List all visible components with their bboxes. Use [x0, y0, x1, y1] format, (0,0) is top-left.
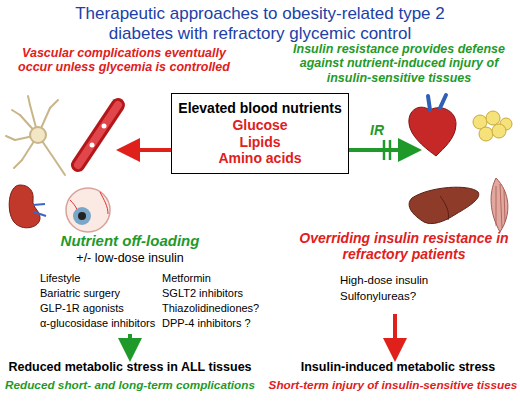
list-item: DPP-4 inhibitors ?: [162, 317, 272, 330]
outcome-note: Short-term injury of insulin-sensitive t…: [268, 378, 518, 392]
eye: [66, 188, 110, 232]
blood-vessel: [78, 105, 118, 165]
subheading: +/- low-dose insulin: [30, 251, 230, 265]
nerve-cell: [6, 96, 65, 175]
list-item: SGLT2 inhibitors: [162, 287, 272, 300]
outcome-note: Reduced short- and long-term complicatio…: [4, 378, 256, 392]
list-item: Metformin: [162, 272, 272, 285]
note-red: Vascular complications eventually occur …: [4, 46, 244, 75]
outcome: Reduced metabolic stress in ALL tissues: [4, 360, 256, 374]
muscle: [491, 178, 508, 232]
arrow-down-green: [128, 334, 132, 350]
list-item: Bariatric surgery: [40, 287, 158, 300]
kidney: [9, 185, 46, 228]
arrow-right: [341, 148, 410, 152]
outcome: Insulin-induced metabolic stress: [280, 360, 516, 374]
title: Therapeutic approaches to obesity-relate…: [60, 4, 460, 43]
heart: [409, 95, 456, 156]
list-item: Lifestyle: [40, 272, 158, 285]
list-item: High-dose insulin: [340, 274, 490, 287]
list-item: Thiazolidinediones?: [162, 302, 272, 315]
note-green: Insulin resistance provides defense agai…: [282, 42, 516, 85]
list-item: α-glucosidase inhibitors: [40, 317, 158, 330]
ir-label: IR: [362, 122, 392, 138]
arrow-down-red: [393, 314, 397, 350]
box-heading: Elevated blood nutrients: [176, 100, 344, 117]
list-item: GLP-1R agonists: [40, 302, 158, 315]
nutrient-item: Glucose: [176, 117, 344, 134]
section-heading: Overriding insulin resistance in refract…: [292, 230, 516, 262]
list-item: Sulfonylureas?: [340, 290, 490, 303]
liver: [409, 187, 479, 223]
nutrient-item: Lipids: [176, 134, 344, 151]
block-bars: [384, 140, 390, 160]
adipose-tissue: [473, 111, 512, 141]
nutrient-item: Amino acids: [176, 150, 344, 167]
section-heading: Nutrient off-loading: [30, 232, 230, 249]
nutrient-box: Elevated blood nutrientsGlucoseLipidsAmi…: [171, 93, 349, 174]
